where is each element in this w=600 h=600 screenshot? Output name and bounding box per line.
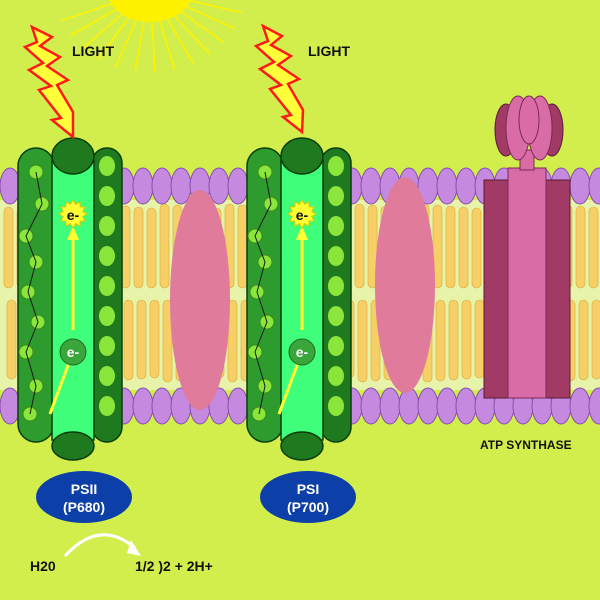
- photosystem-ii-complex: [17, 137, 123, 461]
- arrow-head-icon: [127, 540, 141, 556]
- water-split-arrow-icon: [63, 533, 136, 558]
- psii-label: PSII: [71, 481, 97, 497]
- atp-synthase-label: ATP SYNTHASE: [480, 438, 572, 452]
- psii-p680-label: (P680): [63, 499, 105, 515]
- light-bolt-icon-left: [22, 24, 75, 140]
- electron-excited-label-psi: e-: [296, 207, 309, 223]
- electron-excited-label-psii: e-: [67, 207, 80, 223]
- water-label: H20: [30, 558, 56, 574]
- photosystem-i-complex: [246, 137, 352, 461]
- atp-synthase: [483, 95, 571, 399]
- products-label: 1/2 )2 + 2H+: [135, 558, 213, 574]
- membrane-protein-left: [170, 190, 230, 410]
- light-bolt-icon-right: [253, 23, 305, 135]
- psi-p700-label: (P700): [287, 499, 329, 515]
- psi-label: PSI: [297, 481, 320, 497]
- psi-badge: PSI (P700): [260, 471, 356, 523]
- membrane-protein-right: [375, 177, 435, 393]
- electron-ground-label-psii: e-: [67, 344, 80, 360]
- psii-badge: PSII (P680): [36, 471, 132, 523]
- electron-ground-label-psi: e-: [296, 344, 309, 360]
- sun-icon: [61, 0, 242, 72]
- light-label-left: LIGHT: [72, 43, 114, 59]
- light-label-right: LIGHT: [308, 43, 350, 59]
